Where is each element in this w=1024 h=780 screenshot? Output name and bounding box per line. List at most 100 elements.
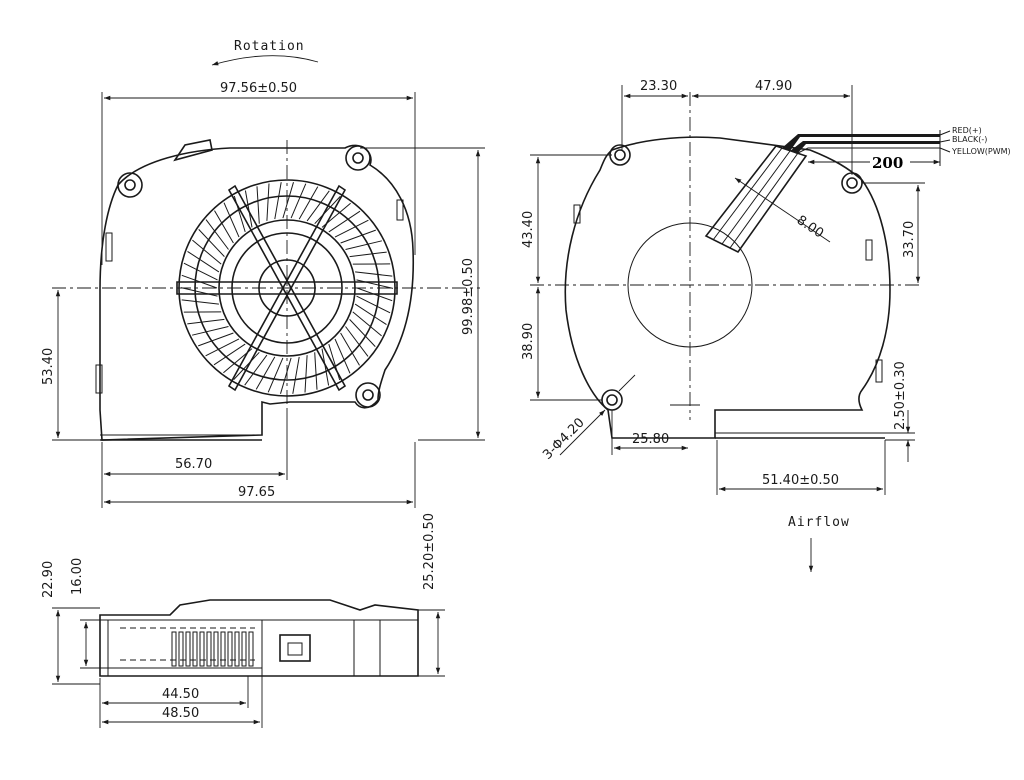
impeller-rib	[234, 631, 240, 667]
impeller-rib	[213, 631, 219, 667]
impeller-blade	[292, 356, 300, 394]
dim-rear-flange-thickness: 2.50±0.30	[893, 361, 908, 430]
impeller-blade	[354, 303, 387, 326]
impeller-blade	[355, 271, 393, 277]
mount-hole-ear-left	[117, 172, 143, 198]
impeller-blade	[314, 352, 318, 390]
impeller-blade	[187, 318, 225, 325]
mount-hole-bottom	[362, 389, 374, 401]
impeller-blade	[356, 295, 391, 314]
impeller-blade	[306, 190, 330, 222]
impeller-blade	[256, 186, 260, 224]
side-clip-2	[95, 364, 103, 394]
rear-housing-outline	[564, 136, 891, 439]
impeller-blade	[345, 326, 369, 357]
impeller-blade	[267, 357, 284, 393]
impeller-blade	[213, 343, 246, 366]
wire-label-black: BLACK(-)	[952, 135, 987, 144]
impeller-blade	[266, 183, 270, 221]
impeller-blade	[233, 351, 260, 380]
impeller-blade	[181, 299, 219, 305]
dim-front-center-height: 53.40	[41, 348, 56, 385]
rear-mount-hole-top-left	[614, 149, 626, 161]
dim-rear-right-offset: 47.90	[755, 79, 792, 94]
housing-tab	[173, 139, 213, 162]
wire-label-yellow: YELLOW(PWM)	[951, 147, 1011, 156]
impeller-blade	[244, 354, 268, 386]
dim-side-inner-width: 44.50	[162, 687, 199, 702]
rear-side-clip-3	[875, 359, 883, 383]
dim-rear-hole-offset: 25.80	[632, 432, 669, 447]
impeller-blade	[205, 219, 229, 250]
impeller-blade	[340, 332, 360, 366]
front-view: 97.56±0.50 99.98±0.50 53.40 56.70 97.65	[41, 81, 485, 508]
side-clip-1	[105, 232, 113, 262]
impeller-blade	[187, 250, 220, 273]
impeller-blade	[340, 229, 376, 244]
dim-side-thickness: 25.20±0.50	[422, 513, 437, 590]
rear-mount-ear-bottom	[601, 389, 623, 411]
impeller-rib	[241, 631, 247, 667]
dim-front-width: 97.56±0.50	[220, 81, 297, 96]
rear-side-clip-1	[573, 204, 581, 224]
side-view: 22.90 16.00 25.20±0.50 44.50 48.50	[41, 513, 445, 728]
impeller-rib	[227, 631, 233, 667]
impeller-blade	[356, 279, 394, 289]
impeller-blade	[223, 202, 240, 238]
impeller-blade	[180, 287, 218, 297]
dim-rear-left-offset: 23.30	[640, 79, 677, 94]
impeller-blade	[352, 311, 382, 337]
impeller-blades	[180, 182, 394, 394]
dim-rear-upper-height: 43.40	[521, 211, 536, 248]
impeller-blade	[282, 182, 294, 219]
impeller-blade	[214, 210, 234, 244]
rotation-indicator: Rotation	[211, 39, 319, 66]
cable-connector	[704, 145, 808, 254]
mount-hole-ear-bottom	[355, 382, 381, 408]
side-connector-inner	[287, 642, 303, 656]
rear-mount-hole-bottom	[606, 394, 618, 406]
dim-cable-width: 8.00	[794, 213, 826, 242]
impeller-blade	[198, 332, 234, 347]
side-connector	[279, 634, 311, 662]
impeller-blade	[280, 357, 292, 394]
rear-side-clip-2	[865, 239, 873, 261]
impeller-blade	[192, 239, 222, 265]
grille-spokes	[176, 184, 398, 392]
impeller-blade	[314, 196, 341, 225]
rear-view: 200 RED(+) BLACK(-) YELLOW(PWM) 8.00 23.…	[521, 79, 1011, 495]
impeller-blade	[321, 348, 330, 386]
mount-hole-top	[352, 152, 364, 164]
rear-mount-hole-right	[846, 177, 858, 189]
dim-side-height-inner: 16.00	[70, 558, 85, 595]
impeller-blade	[255, 356, 276, 390]
dim-side-height-outer: 22.90	[41, 561, 56, 598]
impeller-blade	[349, 251, 387, 258]
rotation-arrow-icon	[211, 55, 319, 66]
impeller-rib	[220, 631, 226, 667]
dim-front-height: 99.98±0.50	[461, 258, 476, 335]
impeller-blade	[290, 183, 307, 219]
impeller-blade	[183, 262, 218, 281]
rotation-label: Rotation	[234, 39, 305, 54]
dim-cable-length: 200	[872, 154, 903, 172]
dim-front-bottom-width: 97.65	[238, 485, 275, 500]
impeller-blade	[274, 182, 282, 220]
side-clip-3	[396, 199, 404, 221]
impeller-rib	[248, 631, 254, 667]
impeller-blade	[328, 210, 361, 233]
impeller-blade	[345, 240, 383, 250]
mount-hole-left	[124, 179, 136, 191]
impeller-rib	[185, 631, 191, 667]
dim-rear-outlet-width: 51.40±0.50	[762, 473, 839, 488]
impeller-blade	[205, 338, 240, 357]
side-profile-outline	[99, 599, 419, 677]
impeller-blade	[198, 229, 225, 257]
dim-rear-right-height: 33.70	[902, 221, 917, 258]
dim-rear-lower-height: 38.90	[521, 323, 536, 360]
airflow-label: Airflow	[788, 515, 850, 530]
impeller-ribs	[171, 631, 254, 667]
mount-hole-ear-top	[345, 145, 371, 171]
dim-side-outer-width: 48.50	[162, 706, 199, 721]
